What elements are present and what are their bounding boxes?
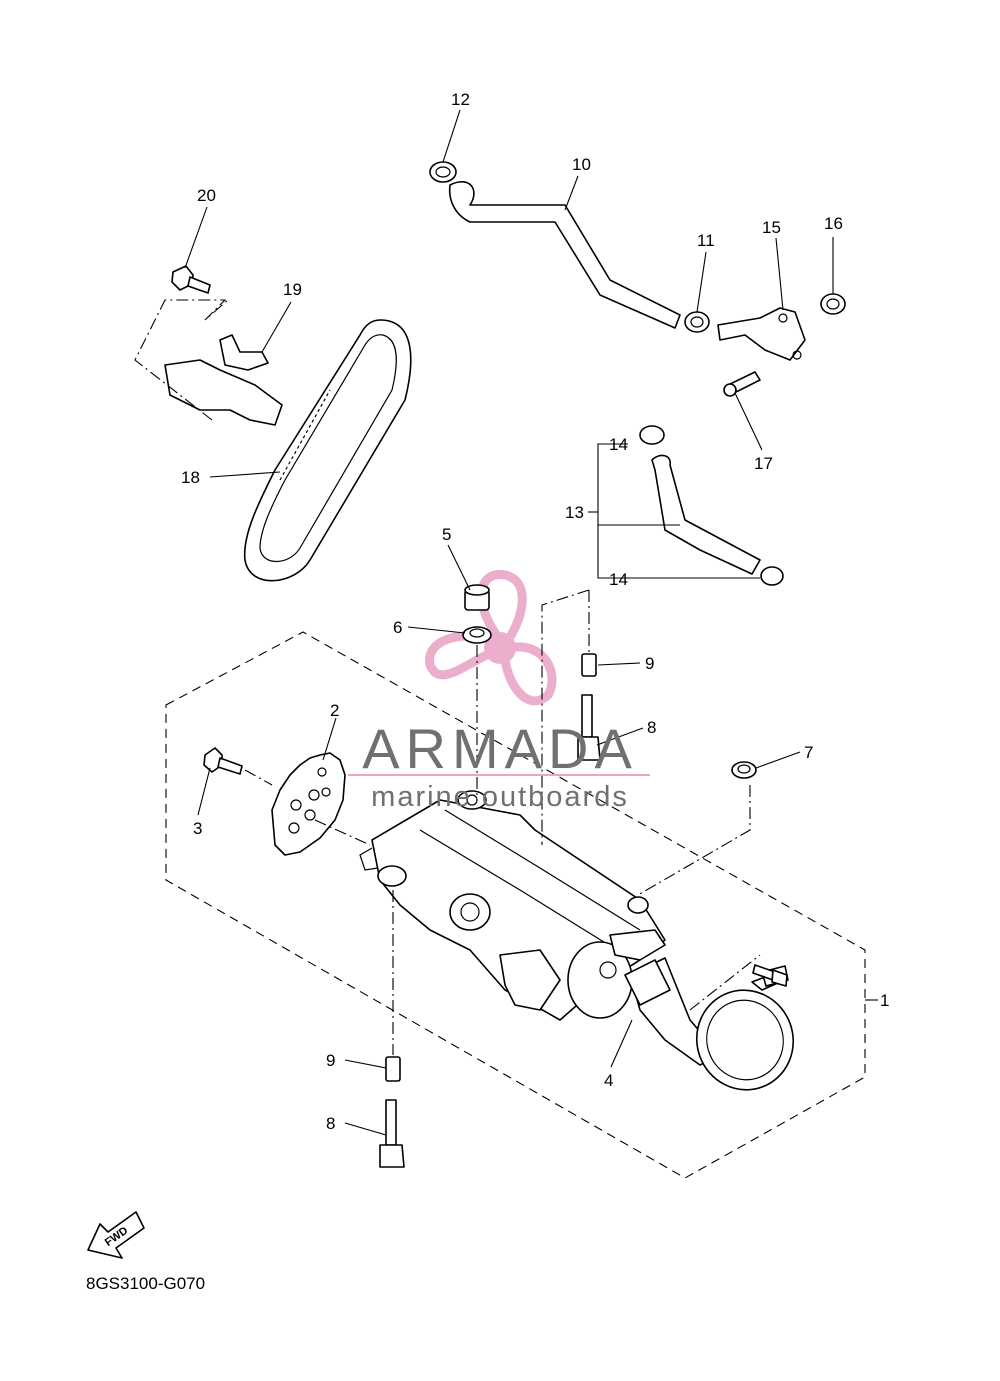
gear-bolt xyxy=(203,747,243,775)
hose-clamp-14-upper xyxy=(639,425,665,445)
part-label-17: 17 xyxy=(754,454,773,473)
oil-pump-drive-gear xyxy=(271,752,346,856)
oil-pump-body xyxy=(359,790,666,1021)
part-label-20: 20 xyxy=(197,186,216,205)
pump-bolt-upper xyxy=(577,694,601,761)
diagram-code: 8GS3100-G070 xyxy=(86,1274,205,1293)
joint-pipe xyxy=(717,307,806,361)
part-label-13: 13 xyxy=(565,503,584,522)
part-label-3: 3 xyxy=(193,819,202,838)
screw-17 xyxy=(723,371,761,397)
collar xyxy=(464,584,490,611)
hose-clamp-14-lower xyxy=(760,566,784,586)
armada-propeller-logo xyxy=(425,569,557,706)
o-ring-seal xyxy=(462,626,492,644)
part-label-9-lower: 9 xyxy=(326,1051,335,1070)
part-label-8-upper: 8 xyxy=(647,718,656,737)
part-label-10: 10 xyxy=(572,155,591,174)
oil-hose-13 xyxy=(651,454,761,575)
strainer-bolt xyxy=(752,964,788,987)
part-label-12: 12 xyxy=(451,90,470,109)
dowel-pin-lower xyxy=(385,1056,401,1082)
part-label-2: 2 xyxy=(330,701,339,720)
oil-strainer xyxy=(624,957,795,1091)
part-label-11: 11 xyxy=(697,231,715,250)
watermark-brand: ARMADA xyxy=(362,717,638,780)
hose-clamp-11 xyxy=(684,311,710,333)
part-label-7: 7 xyxy=(804,743,813,762)
part-label-16: 16 xyxy=(824,214,843,233)
chain-guide xyxy=(164,334,283,426)
part-label-4: 4 xyxy=(604,1071,613,1090)
guide-bolt xyxy=(171,265,211,294)
hose-clamp-12 xyxy=(429,161,457,183)
assembly-lines xyxy=(134,299,761,1055)
part-label-9-upper: 9 xyxy=(645,654,654,673)
oil-hose-upper xyxy=(448,181,681,329)
part-label-14-lower: 14 xyxy=(609,570,628,589)
part-labels: 1 2 3 4 5 6 7 8 8 9 9 10 11 12 13 14 14 … xyxy=(181,90,889,1133)
leader-lines xyxy=(184,109,878,1136)
part-label-18: 18 xyxy=(181,468,200,487)
part-label-15: 15 xyxy=(762,218,781,237)
drive-chain xyxy=(243,319,412,582)
part-label-8-lower: 8 xyxy=(326,1114,335,1133)
fwd-arrow-icon: FWD xyxy=(87,1211,145,1259)
part-label-14-upper: 14 xyxy=(609,435,628,454)
assembly-boundary xyxy=(165,631,866,1179)
watermark-tagline: marine outboards xyxy=(371,781,629,813)
pump-bolt-lower xyxy=(379,1099,405,1168)
part-label-19: 19 xyxy=(283,280,302,299)
part-label-1: 1 xyxy=(880,991,889,1010)
part-label-5: 5 xyxy=(442,525,451,544)
part-label-6: 6 xyxy=(393,618,402,637)
gasket-16 xyxy=(820,293,846,315)
washer-seal xyxy=(731,761,757,779)
dowel-pin-upper xyxy=(581,653,597,677)
